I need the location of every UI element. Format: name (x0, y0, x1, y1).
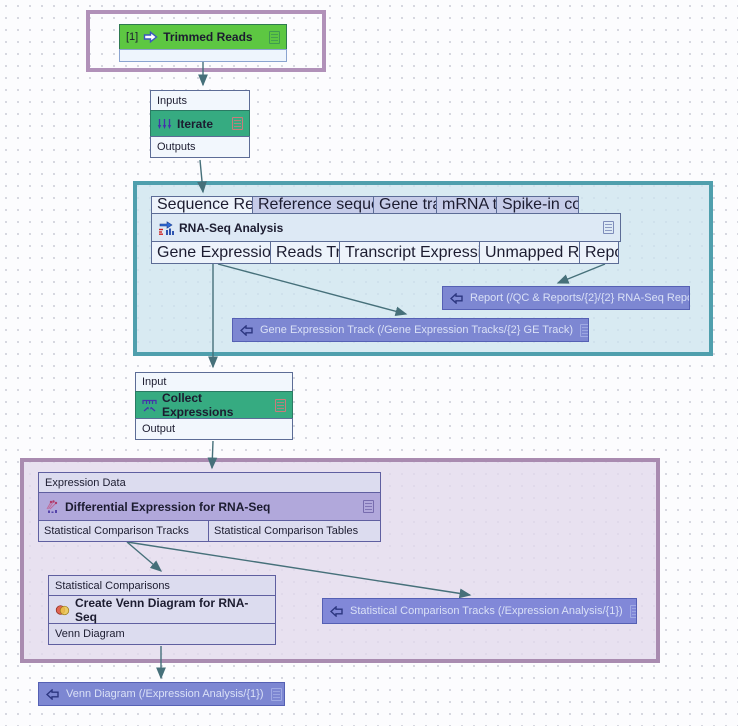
rnaseq-analysis-icon (158, 220, 174, 235)
node-venn-output[interactable]: Venn Diagram (/Expression Analysis/{1}) (38, 682, 285, 706)
document-icon (603, 221, 614, 234)
port-statistical-comparison-tables[interactable]: Statistical Comparison Tables (208, 520, 381, 542)
iterate-title-bar[interactable]: Iterate (150, 110, 250, 137)
workflow-input-arrow-icon (143, 31, 158, 43)
collect-input-label: Input (142, 376, 167, 388)
document-icon (270, 687, 282, 701)
differential-expression-label: Differential Expression for RNA-Seq (65, 499, 271, 514)
document-icon (232, 117, 243, 130)
iterate-inputs-label: Inputs (157, 94, 187, 107)
venn-output-port[interactable]: Venn Diagram (48, 623, 276, 645)
rnaseq-title-bar[interactable]: RNA-Seq Analysis (151, 213, 621, 242)
port-gene-expression-track[interactable]: Gene Expression Track (151, 241, 271, 264)
collect-output-port[interactable]: Output (135, 418, 293, 440)
trimmed-reads-label: Trimmed Reads (163, 30, 253, 44)
document-icon (580, 323, 588, 337)
diff-input-port[interactable]: Expression Data (38, 472, 381, 493)
node-iterate[interactable]: Inputs Iterate Outputs (150, 90, 250, 158)
collect-output-label: Output (142, 423, 176, 435)
venn-output-label: Venn Diagram (/Expression Analysis/{1}) (66, 688, 264, 700)
document-icon (269, 30, 280, 44)
venn-diagram-icon (55, 604, 70, 616)
node-rnaseq-analysis[interactable]: RNA-Seq Analysis (151, 213, 621, 242)
differential-expression-icon (45, 500, 60, 513)
workflow-output-arrow-icon (46, 688, 59, 700)
workflow-output-arrow-icon (450, 292, 463, 304)
ge-track-output-label: Gene Expression Track (/Gene Expression … (260, 324, 574, 336)
diff-title-bar[interactable]: Differential Expression for RNA-Seq (38, 492, 381, 521)
node-differential-expression[interactable]: Expression Data Differential Expression … (38, 472, 381, 542)
collect-expressions-icon (142, 399, 157, 412)
workflow-output-arrow-icon (330, 605, 343, 617)
venn-input-port[interactable]: Statistical Comparisons (48, 575, 276, 596)
trimmed-reads-index: [1] (126, 31, 139, 43)
node-report-output[interactable]: Report (/QC & Reports/{2}/{2} RNA-Seq Re… (442, 286, 690, 310)
report-output-label: Report (/QC & Reports/{2}/{2} RNA-Seq Re… (470, 292, 690, 304)
port-gene-track[interactable]: Gene track (373, 196, 437, 214)
collect-title-bar[interactable]: Collect Expressions (135, 391, 293, 419)
node-create-venn-diagram[interactable]: Statistical Comparisons Create Venn Diag… (48, 575, 276, 645)
port-report[interactable]: Report (579, 241, 619, 264)
port-reads-track[interactable]: Reads Track (270, 241, 340, 264)
rnaseq-output-ports: Gene Expression Track Reads Track Transc… (151, 241, 619, 264)
port-mrna-track[interactable]: mRNA track (436, 196, 497, 214)
port-sequence-reads[interactable]: Sequence Reads (151, 196, 253, 214)
port-transcript-expression-track[interactable]: Transcript Expression Track (339, 241, 480, 264)
document-icon (363, 500, 374, 513)
rnaseq-analysis-label: RNA-Seq Analysis (179, 220, 284, 235)
workflow-output-arrow-icon (240, 324, 253, 336)
stat-tracks-output-label: Statistical Comparison Tracks (/Expressi… (350, 605, 623, 617)
node-collect-expressions[interactable]: Input Collect Expressions Output (135, 372, 293, 440)
diff-input-label: Expression Data (45, 476, 126, 489)
venn-input-label: Statistical Comparisons (55, 579, 170, 592)
create-venn-diagram-label: Create Venn Diagram for RNA-Seq (75, 595, 249, 624)
trimmed-reads-title-bar[interactable]: [1] Trimmed Reads (119, 24, 287, 50)
port-statistical-comparison-tracks[interactable]: Statistical Comparison Tracks (38, 520, 209, 542)
collect-input-port[interactable]: Input (135, 372, 293, 392)
document-icon (275, 398, 286, 412)
port-reference-sequence[interactable]: Reference sequence (252, 196, 374, 214)
venn-output-label: Venn Diagram (55, 628, 125, 640)
document-icon (629, 604, 636, 618)
group-box-input[interactable] (86, 10, 326, 72)
iterate-label: Iterate (177, 116, 214, 131)
collect-expressions-label: Collect Expressions (162, 391, 234, 419)
rnaseq-input-ports: Sequence Reads Reference sequence Gene t… (151, 196, 579, 214)
iterate-inputs-port[interactable]: Inputs (150, 90, 250, 111)
iterate-outputs-port[interactable]: Outputs (150, 136, 250, 158)
node-trimmed-reads[interactable]: [1] Trimmed Reads (119, 24, 287, 62)
node-stat-tracks-output[interactable]: Statistical Comparison Tracks (/Expressi… (322, 598, 637, 624)
iterate-outputs-label: Outputs (157, 141, 196, 153)
diff-output-ports: Statistical Comparison Tracks Statistica… (38, 520, 381, 542)
node-ge-track-output[interactable]: Gene Expression Track (/Gene Expression … (232, 318, 589, 342)
trimmed-reads-output-port[interactable] (119, 49, 287, 62)
port-spike-in-controls[interactable]: Spike-in controls (496, 196, 579, 214)
iterate-icon (157, 118, 172, 130)
venn-title-bar[interactable]: Create Venn Diagram for RNA-Seq (48, 595, 276, 624)
port-unmapped-reads[interactable]: Unmapped Reads (479, 241, 580, 264)
